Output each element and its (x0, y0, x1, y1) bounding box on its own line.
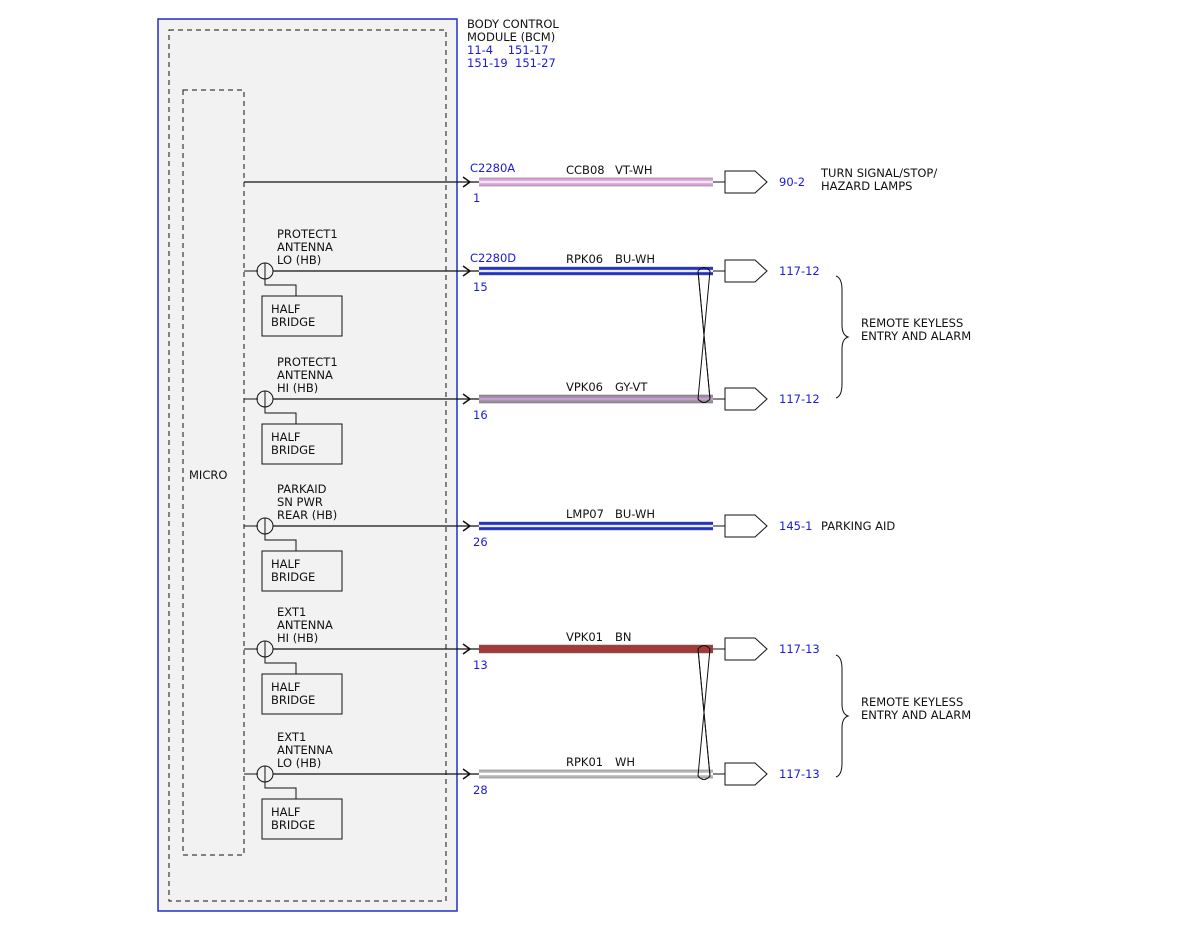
connector-c2280a: C2280A (470, 161, 515, 175)
page-ref-vpk01: 117-13 (779, 642, 820, 656)
page-ref-rpk01: 117-13 (779, 767, 820, 781)
destination-connector-rpk01 (724, 762, 768, 786)
wire-stripe-rpk01 (479, 772, 713, 776)
pin-number-lmp07: 26 (473, 535, 488, 549)
wire-color-vpk06: GY-VT (615, 380, 648, 394)
dest-turn-signal-line1: TURN SIGNAL/STOP/ (820, 166, 937, 180)
circuit-id-rpk06: RPK06 (566, 252, 603, 266)
pin-number-vpk06: 16 (473, 408, 488, 422)
micro-label: MICRO (189, 468, 227, 482)
hb-link-rpk01 (264, 782, 297, 799)
dest-rke-1-line2: ENTRY AND ALARM (861, 329, 971, 343)
hb-link-rpk06 (264, 279, 297, 296)
dest-rke-2-line1: REMOTE KEYLESS (861, 695, 963, 709)
half-bridge-label-line1: HALF (271, 680, 301, 694)
wire-stripe-vpk01 (479, 647, 713, 651)
brace-rke-1 (835, 275, 850, 399)
bcm-module-outline (157, 18, 458, 912)
twisted-pair-rke-1 (697, 267, 711, 403)
micro-block (182, 89, 245, 856)
half-bridge-label-line2: BRIDGE (271, 443, 315, 457)
circuit-id-lmp07: LMP07 (566, 507, 604, 521)
half-bridge-label-line1: HALF (271, 805, 301, 819)
half-bridge-box-rpk01 (261, 798, 343, 840)
signal-name-lmp07-line2: SN PWR (277, 495, 323, 509)
half-bridge-label-line2: BRIDGE (271, 818, 315, 832)
pin-number-ccb08: 1 (473, 191, 480, 205)
page-ref-ccb08: 90-2 (779, 175, 805, 189)
signal-name-vpk01-line1: EXT1 (277, 605, 306, 619)
circuit-id-ccb08: CCB08 (566, 163, 605, 177)
brace-rke-2 (835, 654, 850, 778)
signal-name-rpk06-line3: LO (HB) (277, 253, 321, 267)
page-ref-lmp07: 145-1 (779, 519, 812, 533)
wire-stripe-rpk06 (479, 269, 713, 273)
destination-connector-vpk01 (724, 637, 768, 661)
signal-name-lmp07-line3: REAR (HB) (277, 508, 337, 522)
half-bridge-label-line2: BRIDGE (271, 693, 315, 707)
half-bridge-label-line2: BRIDGE (271, 570, 315, 584)
wire-stripe-ccb08 (479, 180, 713, 184)
signal-name-lmp07-line1: PARKAID (277, 482, 327, 496)
module-refs-line2: 151-19 151-27 (467, 56, 556, 70)
destination-connector-rpk06 (724, 259, 768, 283)
page-ref-vpk06: 117-12 (779, 392, 820, 406)
signal-name-rpk06-line1: PROTECT1 (277, 227, 338, 241)
destination-connector-lmp07 (724, 514, 768, 538)
wire-color-lmp07: BU-WH (615, 507, 655, 521)
signal-name-rpk01-line1: EXT1 (277, 730, 306, 744)
signal-name-rpk01-line3: LO (HB) (277, 756, 321, 770)
half-bridge-box-lmp07 (261, 550, 343, 592)
wire-stripe-vpk06 (479, 397, 713, 401)
wire-color-rpk01: WH (615, 755, 635, 769)
signal-name-vpk06-line1: PROTECT1 (277, 355, 338, 369)
hb-link-lmp07 (264, 534, 297, 551)
signal-name-rpk01-line2: ANTENNA (277, 743, 333, 757)
wire-stripe-lmp07 (479, 524, 713, 528)
dest-rke-1-line1: REMOTE KEYLESS (861, 316, 963, 330)
pin-number-vpk01: 13 (473, 658, 488, 672)
wire-color-vpk01: BN (615, 630, 632, 644)
module-title-line1: BODY CONTROL (467, 17, 559, 31)
half-bridge-label-line1: HALF (271, 430, 301, 444)
circuit-id-vpk06: VPK06 (566, 380, 603, 394)
half-bridge-label-line1: HALF (271, 302, 301, 316)
signal-name-vpk01-line3: HI (HB) (277, 631, 318, 645)
destination-connector-vpk06 (724, 387, 768, 411)
wire-color-ccb08: VT-WH (615, 163, 653, 177)
signal-name-vpk01-line2: ANTENNA (277, 618, 333, 632)
dest-turn-signal-line2: HAZARD LAMPS (821, 179, 912, 193)
half-bridge-box-vpk01 (261, 673, 343, 715)
module-refs-line1: 11-4 151-17 (467, 43, 548, 57)
pin-number-rpk06: 15 (473, 280, 488, 294)
twisted-pair-rke-2 (697, 645, 711, 780)
dest-rke-2-line2: ENTRY AND ALARM (861, 708, 971, 722)
connector-c2280d: C2280D (470, 251, 516, 265)
module-title-line2: MODULE (BCM) (467, 30, 555, 44)
bcm-internal-boundary (168, 29, 447, 902)
half-bridge-box-vpk06 (261, 423, 343, 465)
pin-number-rpk01: 28 (473, 783, 488, 797)
half-bridge-label-line2: BRIDGE (271, 315, 315, 329)
hb-link-vpk06 (264, 407, 297, 424)
circuit-id-rpk01: RPK01 (566, 755, 603, 769)
destination-connector-ccb08 (724, 170, 768, 194)
hb-link-vpk01 (264, 657, 297, 674)
circuit-id-vpk01: VPK01 (566, 630, 603, 644)
half-bridge-box-rpk06 (261, 295, 343, 337)
signal-name-rpk06-line2: ANTENNA (277, 240, 333, 254)
wire-color-rpk06: BU-WH (615, 252, 655, 266)
half-bridge-label-line1: HALF (271, 557, 301, 571)
signal-name-vpk06-line3: HI (HB) (277, 381, 318, 395)
dest-parking-aid: PARKING AID (821, 519, 895, 533)
page-ref-rpk06: 117-12 (779, 264, 820, 278)
signal-name-vpk06-line2: ANTENNA (277, 368, 333, 382)
